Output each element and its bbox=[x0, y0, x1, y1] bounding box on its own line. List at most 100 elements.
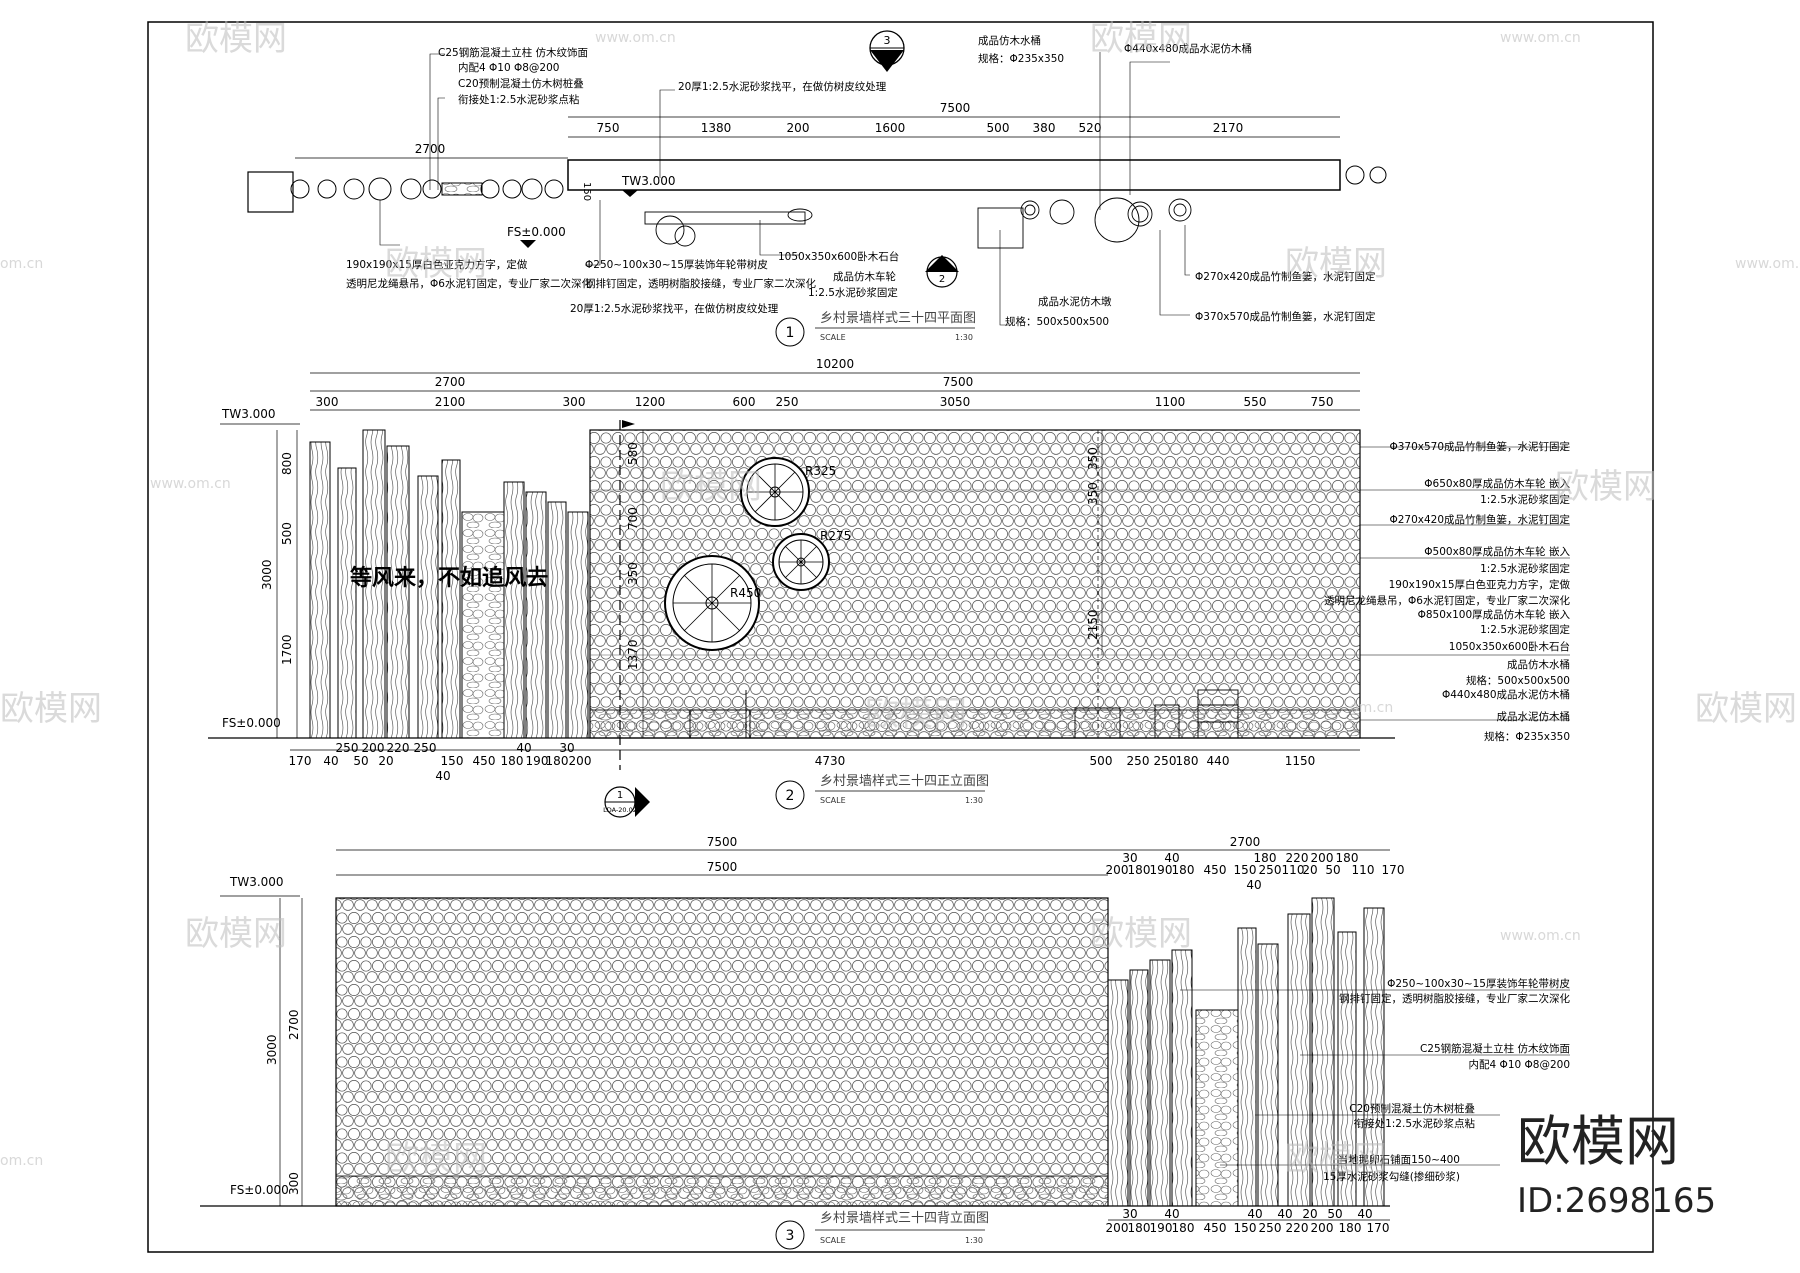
plan-title-block: 1 乡村景墙样式三十四平面图 SCALE 1:30 bbox=[775, 311, 976, 347]
svg-text:170: 170 bbox=[289, 754, 312, 768]
svg-text:1:2.5水泥砂浆固定: 1:2.5水泥砂浆固定 bbox=[1480, 562, 1570, 575]
svg-text:220: 220 bbox=[1286, 1221, 1309, 1235]
back-top-dims: 30 40 180 220 200 180 200 180 190 180 45… bbox=[1106, 851, 1405, 892]
svg-text:成品仿木水桶: 成品仿木水桶 bbox=[978, 34, 1041, 47]
svg-text:350: 350 bbox=[1086, 447, 1100, 470]
svg-text:衔接处1:2.5水泥砂浆点粘: 衔接处1:2.5水泥砂浆点粘 bbox=[458, 93, 580, 106]
svg-text:1:2.5水泥砂浆固定: 1:2.5水泥砂浆固定 bbox=[1480, 493, 1570, 506]
svg-text:规格：Φ235x350: 规格：Φ235x350 bbox=[978, 52, 1064, 65]
svg-text:200: 200 bbox=[787, 121, 810, 135]
svg-text:50: 50 bbox=[353, 754, 368, 768]
svg-text:20: 20 bbox=[1302, 863, 1317, 877]
svg-text:30: 30 bbox=[1122, 1207, 1137, 1221]
svg-text:300: 300 bbox=[287, 1172, 301, 1195]
svg-text:R325: R325 bbox=[805, 464, 836, 478]
svg-text:380: 380 bbox=[1033, 121, 1056, 135]
svg-text:40: 40 bbox=[1277, 1207, 1292, 1221]
svg-text:500: 500 bbox=[987, 121, 1010, 135]
svg-text:7500: 7500 bbox=[707, 835, 738, 849]
svg-text:透明尼龙绳悬吊，Φ6水泥钉固定，专业厂家二次深化: 透明尼龙绳悬吊，Φ6水泥钉固定，专业厂家二次深化 bbox=[346, 277, 592, 290]
svg-text:www.om.cn: www.om.cn bbox=[1735, 256, 1800, 272]
svg-text:200: 200 bbox=[569, 754, 592, 768]
back-log-posts bbox=[1107, 897, 1385, 1207]
svg-text:200: 200 bbox=[1106, 1221, 1129, 1235]
svg-text:190x190x15厚白色亚克力方字，定做: 190x190x15厚白色亚克力方字，定做 bbox=[1389, 578, 1571, 591]
svg-text:1050x350x600卧木石台: 1050x350x600卧木石台 bbox=[778, 250, 899, 263]
svg-text:Φ270x420成品竹制鱼篓，水泥钉固定: Φ270x420成品竹制鱼篓，水泥钉固定 bbox=[1389, 513, 1570, 526]
svg-text:180: 180 bbox=[1336, 851, 1359, 865]
front-base-objects bbox=[689, 689, 1239, 739]
front-title: 乡村景墙样式三十四正立面图 bbox=[820, 774, 989, 789]
svg-text:SCALE: SCALE bbox=[820, 333, 846, 342]
front-log-posts bbox=[309, 429, 589, 739]
svg-text:钢排钉固定，透明树脂胶接缝，专业厂家二次深化: 钢排钉固定，透明树脂胶接缝，专业厂家二次深化 bbox=[585, 277, 816, 290]
svg-text:1: 1 bbox=[617, 790, 623, 801]
svg-text:220: 220 bbox=[387, 741, 410, 755]
svg-text:250: 250 bbox=[414, 741, 437, 755]
svg-text:200: 200 bbox=[1311, 1221, 1334, 1235]
svg-text:1600: 1600 bbox=[875, 121, 906, 135]
svg-text:200: 200 bbox=[1311, 851, 1334, 865]
svg-text:150: 150 bbox=[1234, 863, 1257, 877]
back-log-wall bbox=[335, 897, 1109, 1207]
svg-text:内配4 Φ10 Φ8@200: 内配4 Φ10 Φ8@200 bbox=[458, 61, 559, 74]
plan-objects bbox=[644, 197, 1192, 249]
front-top-dims: 300 2100 300 1200 600 250 3050 1100 550 … bbox=[316, 395, 1334, 409]
svg-text:15厚水泥砂浆勾缝(掺细砂浆): 15厚水泥砂浆勾缝(掺细砂浆) bbox=[1323, 1170, 1460, 1183]
svg-text:Φ650x80厚成品仿木车轮 嵌入: Φ650x80厚成品仿木车轮 嵌入 bbox=[1424, 477, 1570, 490]
svg-text:透明尼龙绳悬吊，Φ6水泥钉固定，专业厂家二次深化: 透明尼龙绳悬吊，Φ6水泥钉固定，专业厂家二次深化 bbox=[1324, 594, 1570, 607]
svg-text:520: 520 bbox=[1079, 121, 1102, 135]
svg-text:20: 20 bbox=[378, 754, 393, 768]
svg-text:40: 40 bbox=[435, 769, 450, 783]
svg-text:2700: 2700 bbox=[435, 375, 466, 389]
svg-text:40: 40 bbox=[1357, 1207, 1372, 1221]
svg-text:成品仿木水桶: 成品仿木水桶 bbox=[1507, 658, 1570, 671]
svg-text:200: 200 bbox=[362, 741, 385, 755]
svg-text:欧模网: 欧模网 bbox=[660, 467, 762, 507]
svg-text:180: 180 bbox=[1172, 863, 1195, 877]
svg-text:1: 1 bbox=[786, 325, 795, 341]
svg-text:150: 150 bbox=[441, 754, 464, 768]
front-bottom-dims: 170 40 250 50 200 20 220 250 150 40 450 … bbox=[289, 741, 1316, 783]
svg-text:LDA-20.02: LDA-20.02 bbox=[603, 806, 637, 814]
front-wheels bbox=[664, 457, 830, 651]
svg-text:40: 40 bbox=[1164, 1207, 1179, 1221]
plan-dims: 750 1380 200 1600 500 380 520 2170 bbox=[597, 121, 1244, 135]
svg-text:欧模网: 欧模网 bbox=[185, 914, 287, 954]
svg-text:规格：500x500x500: 规格：500x500x500 bbox=[1005, 315, 1109, 328]
svg-text:成品仿木车轮: 成品仿木车轮 bbox=[833, 270, 896, 283]
svg-text:www.om.cn: www.om.cn bbox=[1500, 30, 1581, 46]
svg-text:2700: 2700 bbox=[1230, 835, 1261, 849]
svg-text:Φ250~100x30~15厚装饰年轮带树皮: Φ250~100x30~15厚装饰年轮带树皮 bbox=[585, 258, 768, 271]
svg-text:om.cn: om.cn bbox=[1350, 700, 1393, 716]
svg-text:150: 150 bbox=[581, 182, 592, 201]
svg-text:欧模网: 欧模网 bbox=[865, 694, 967, 734]
plan-tw-label: TW3.000 bbox=[621, 174, 676, 188]
svg-text:220: 220 bbox=[1286, 851, 1309, 865]
svg-text:180: 180 bbox=[1254, 851, 1277, 865]
plan-title: 乡村景墙样式三十四平面图 bbox=[820, 311, 976, 326]
svg-text:300: 300 bbox=[316, 395, 339, 409]
plan-total-dim: 7500 bbox=[940, 101, 971, 115]
svg-text:R275: R275 bbox=[820, 529, 851, 543]
svg-text:欧模网: 欧模网 bbox=[185, 19, 287, 59]
svg-text:250: 250 bbox=[1259, 1221, 1282, 1235]
svg-text:40: 40 bbox=[516, 741, 531, 755]
svg-text:3000: 3000 bbox=[260, 559, 274, 590]
plan-view: 3 7500 750 1380 200 1600 500 380 520 217… bbox=[247, 30, 1387, 347]
back-elevation: 7500 7500 2700 30 40 180 220 200 180 200… bbox=[200, 835, 1570, 1250]
svg-text:40: 40 bbox=[1246, 878, 1261, 892]
brand-block: 欧模网 ID:2698165 bbox=[1517, 1110, 1716, 1221]
svg-text:110: 110 bbox=[1282, 863, 1305, 877]
svg-text:Φ440x480成品水泥仿木桶: Φ440x480成品水泥仿木桶 bbox=[1442, 688, 1570, 701]
back-leaders bbox=[1180, 989, 1570, 1166]
svg-text:190: 190 bbox=[1150, 1221, 1173, 1235]
svg-text:200: 200 bbox=[1106, 863, 1129, 877]
svg-text:600: 600 bbox=[733, 395, 756, 409]
svg-text:180: 180 bbox=[1339, 1221, 1362, 1235]
svg-text:20厚1:2.5水泥砂浆找平，在做仿树皮纹处理: 20厚1:2.5水泥砂浆找平，在做仿树皮纹处理 bbox=[678, 80, 887, 93]
svg-text:440: 440 bbox=[1207, 754, 1230, 768]
svg-text:450: 450 bbox=[1204, 1221, 1227, 1235]
svg-text:Φ500x80厚成品仿木车轮 嵌入: Φ500x80厚成品仿木车轮 嵌入 bbox=[1424, 545, 1570, 558]
